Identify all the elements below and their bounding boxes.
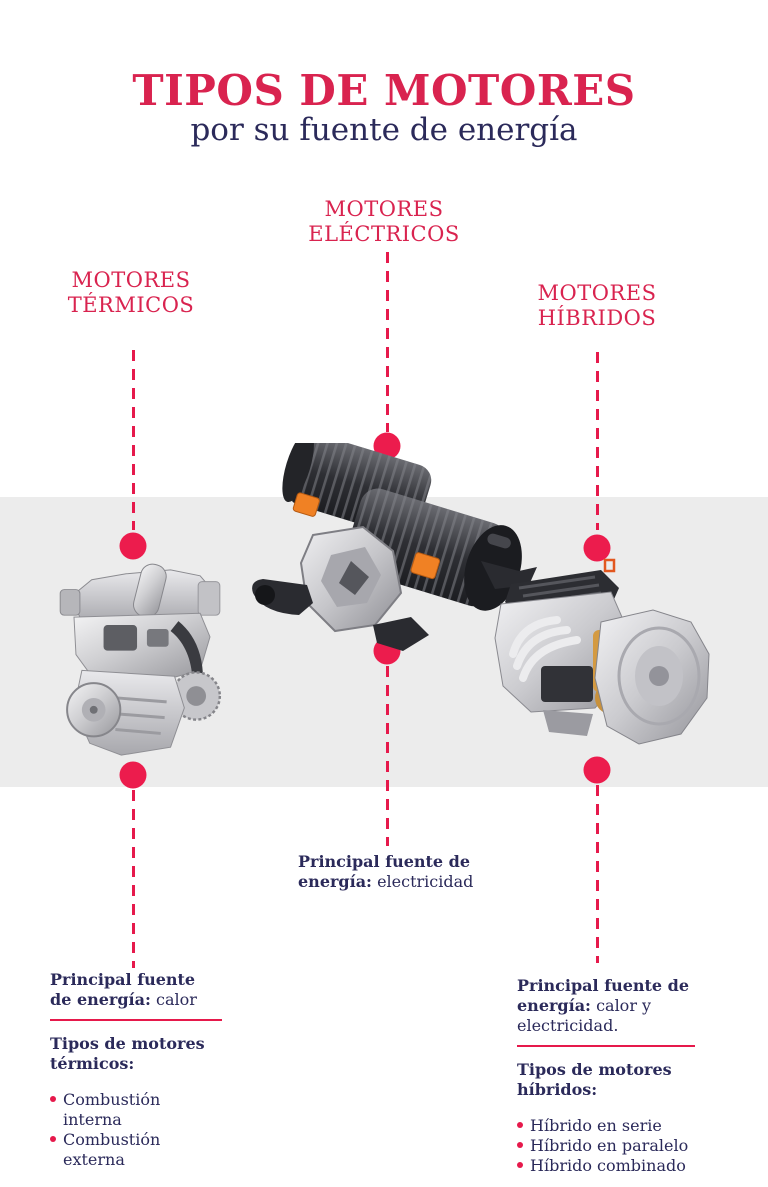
bullet-icon [517, 1162, 523, 1168]
list-item: Híbrido en paralelo [517, 1136, 695, 1156]
dot-hibridos-top [583, 534, 611, 562]
dashed-line-hibridos-bottom [596, 785, 599, 963]
hybrid-powertrain-image [494, 558, 710, 745]
dashed-line-termicos-bottom [132, 790, 135, 968]
list-item: Híbrido combinado [517, 1156, 695, 1176]
red-divider [517, 1045, 695, 1047]
type-label: Híbrido en serie [530, 1116, 662, 1135]
source-value: calor [156, 990, 197, 1009]
header-line: TÉRMICOS [67, 293, 195, 317]
termicos-types-title: Tipos de motores térmicos: [50, 1034, 205, 1073]
red-divider [50, 1019, 222, 1021]
termicos-info-block: Principal fuente de energía: calor Tipos… [50, 970, 222, 1170]
dashed-line-electricos-bottom [386, 666, 389, 846]
electricos-info-block: Principal fuente de energía: electricida… [298, 852, 488, 892]
header-line: MOTORES [71, 268, 191, 292]
list-item: Híbrido en serie [517, 1116, 695, 1136]
list-item: Combustión interna [50, 1090, 222, 1130]
termicos-source-text: Principal fuente de energía: calor [50, 970, 222, 1010]
bullet-icon [50, 1136, 56, 1142]
source-value: electricidad [377, 872, 474, 891]
hibridos-types-list: Híbrido en serie Híbrido en paralelo Híb… [517, 1116, 695, 1176]
termicos-types-list: Combustión interna Combustión externa [50, 1090, 222, 1170]
source-value: calor y electricidad. [517, 996, 652, 1035]
header-line: HÍBRIDOS [537, 306, 657, 330]
header-line: ELÉCTRICOS [308, 222, 460, 246]
dot-termicos-bottom [119, 761, 147, 789]
type-label: Combustión interna [63, 1090, 161, 1129]
header-motores-hibridos: MOTORES HÍBRIDOS [538, 281, 657, 331]
type-label: Híbrido combinado [530, 1156, 686, 1175]
combustion-engine-image [59, 563, 222, 756]
type-label: Combustión externa [63, 1130, 161, 1169]
type-label: Híbrido en paralelo [530, 1136, 689, 1155]
dashed-line-electricos-top [386, 252, 389, 432]
header-motores-electricos: MOTORES ELÉCTRICOS [308, 197, 459, 247]
source-label: Principal fuente de energía: [298, 852, 471, 891]
dot-hibridos-bottom [583, 756, 611, 784]
page-subtitle: por su fuente de energía [190, 112, 578, 148]
header-motores-termicos: MOTORES TÉRMICOS [68, 268, 195, 318]
hibridos-source-text: Principal fuente de energía: calor y ele… [517, 976, 695, 1036]
dashed-line-termicos-top [132, 350, 135, 530]
hibridos-info-block: Principal fuente de energía: calor y ele… [517, 976, 695, 1176]
bullet-icon [517, 1142, 523, 1148]
source-label: Principal fuente de energía: [517, 976, 690, 1015]
electricos-source-text: Principal fuente de energía: electricida… [298, 852, 488, 892]
dashed-line-hibridos-top [596, 352, 599, 530]
list-item: Combustión externa [50, 1130, 222, 1170]
header-line: MOTORES [324, 197, 444, 221]
page-title: TIPOS DE MOTORES [132, 66, 636, 115]
source-label: Principal fuente de energía: [50, 970, 196, 1009]
header-line: MOTORES [537, 281, 657, 305]
electric-motor-image [252, 443, 537, 651]
bullet-icon [50, 1096, 56, 1102]
bullet-icon [517, 1122, 523, 1128]
dot-termicos-top [119, 532, 147, 560]
hibridos-types-title: Tipos de motores híbridos: [517, 1060, 672, 1099]
